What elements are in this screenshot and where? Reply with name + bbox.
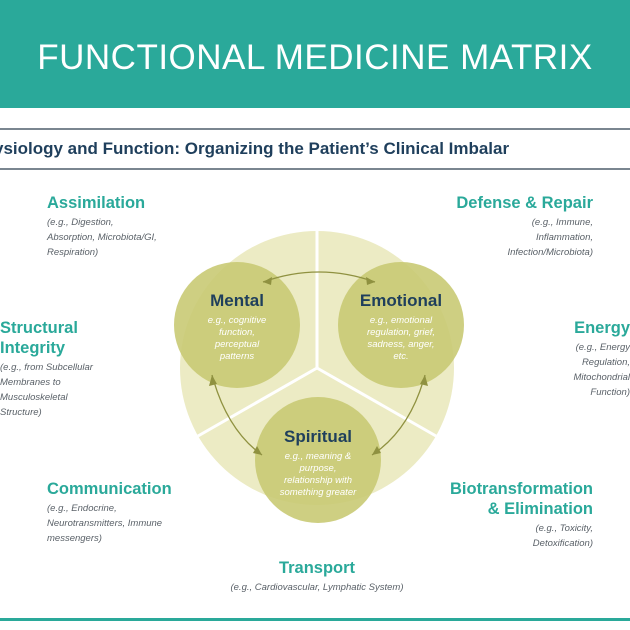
page-title: FUNCTIONAL MEDICINE MATRIX <box>37 38 593 77</box>
node-energy: Energy (e.g., Energy Regulation, Mitocho… <box>520 318 630 400</box>
communication-desc-line: messengers) <box>47 533 102 544</box>
transport-title: Transport <box>278 559 356 577</box>
biotransformation-desc-line: (e.g., Toxicity, <box>535 523 593 534</box>
assimilation-desc-line: (e.g., Digestion, <box>47 217 114 228</box>
emotional-desc-line: etc. <box>393 351 409 362</box>
mental-desc-line: e.g., cognitive <box>207 315 267 326</box>
arrowhead-spiritual-left <box>253 446 262 455</box>
mental-circle <box>174 262 300 388</box>
energy-desc-line: (e.g., Energy <box>575 342 630 353</box>
biotransformation-title-line: & Elimination <box>487 500 593 518</box>
spiritual-desc: e.g., meaning & purpose, relationship wi… <box>258 451 378 499</box>
transport-desc: (e.g., Cardiovascular, Lymphatic System) <box>230 582 404 593</box>
circle-mental: Mental e.g., cognitive function, percept… <box>177 291 297 363</box>
defense-repair-desc-line: Infection/Microbiota) <box>507 247 593 258</box>
spiritual-desc-line: something greater <box>279 487 357 498</box>
structural-title-line: Integrity <box>0 339 66 357</box>
structural-desc-line: Membranes to <box>0 377 61 388</box>
node-defense-repair: Defense & Repair (e.g., Immune, Inflamma… <box>400 193 593 260</box>
mental-desc-line: patterns <box>219 351 255 362</box>
spiritual-desc-line: purpose, <box>299 463 337 474</box>
biotransformation-desc: (e.g., Toxicity, Detoxification) <box>400 521 593 551</box>
energy-desc-line: Function) <box>590 387 630 398</box>
node-communication: Communication (e.g., Endocrine, Neurotra… <box>47 479 172 546</box>
arrowhead-mental <box>263 277 272 285</box>
arrowhead-emotional <box>366 277 375 285</box>
assimilation-desc-line: Absorption, Microbiota/GI, <box>47 232 157 243</box>
communication-desc-line: (e.g., Endocrine, <box>47 503 117 514</box>
arrowhead-spiritual-right <box>372 446 381 455</box>
defense-repair-title: Defense & Repair <box>456 194 593 212</box>
defense-repair-desc-line: Inflammation, <box>535 232 593 243</box>
emotional-title: Emotional <box>359 291 443 310</box>
structural-title-line: Structural <box>0 319 78 337</box>
emotional-desc: e.g., emotional regulation, grief, sadne… <box>341 315 461 363</box>
mental-desc: e.g., cognitive function, perceptual pat… <box>177 315 297 363</box>
energy-desc: (e.g., Energy Regulation, Mitochondrial … <box>520 340 630 400</box>
arrow-emotional-spiritual <box>371 374 426 456</box>
circle-spiritual: Spiritual e.g., meaning & purpose, relat… <box>258 427 378 499</box>
emotional-desc-line: sadness, anger, <box>367 339 435 350</box>
communication-desc-line: Neurotransmitters, Immune <box>47 518 163 529</box>
communication-title: Communication <box>47 480 172 498</box>
assimilation-title: Assimilation <box>47 194 146 212</box>
energy-title: Energy <box>574 319 630 337</box>
assimilation-desc-line: Respiration) <box>47 247 99 258</box>
communication-desc: (e.g., Endocrine, Neurotransmitters, Imm… <box>47 501 172 546</box>
title-banner: FUNCTIONAL MEDICINE MATRIX <box>0 0 630 108</box>
subtitle-bar: ysiology and Function: Organizing the Pa… <box>0 128 630 170</box>
mental-desc-line: perceptual <box>214 339 260 350</box>
footer-line <box>0 618 630 621</box>
circle-emotional: Emotional e.g., emotional regulation, gr… <box>341 291 461 363</box>
emotional-circle <box>338 262 464 388</box>
emotional-desc-line: regulation, grief, <box>366 327 436 338</box>
page-subtitle: ysiology and Function: Organizing the Pa… <box>0 139 510 158</box>
structural-integrity-desc: (e.g., from Subcellular Membranes to Mus… <box>0 360 93 420</box>
arrow-mental-emotional <box>262 271 376 283</box>
spiritual-circle <box>255 397 381 523</box>
structural-integrity-title: Structural Integrity <box>0 318 93 358</box>
spiritual-title: Spiritual <box>283 427 352 446</box>
spiritual-desc-line: e.g., meaning & <box>284 451 352 462</box>
defense-repair-desc-line: (e.g., Immune, <box>531 217 593 228</box>
energy-desc-line: Mitochondrial <box>573 372 630 383</box>
arrow-heads <box>209 277 428 455</box>
spiritual-desc-line: relationship with <box>283 475 353 486</box>
node-structural-integrity: Structural Integrity (e.g., from Subcell… <box>0 318 93 420</box>
assimilation-desc: (e.g., Digestion, Absorption, Microbiota… <box>47 215 157 260</box>
structural-desc-line: Musculoskeletal <box>0 392 68 403</box>
arrowhead-mental-low <box>209 375 217 386</box>
node-biotransformation: Biotransformation & Elimination (e.g., T… <box>400 479 593 551</box>
mental-title: Mental <box>210 291 264 310</box>
defense-repair-desc: (e.g., Immune, Inflammation, Infection/M… <box>400 215 593 260</box>
mental-desc-line: function, <box>219 327 255 338</box>
ring-dividers <box>197 231 437 438</box>
structural-desc-line: (e.g., from Subcellular <box>0 362 93 373</box>
arrowhead-emotional-low <box>420 375 428 386</box>
divider-left <box>197 366 318 438</box>
divider-right <box>316 366 437 438</box>
biotransformation-title-line: Biotransformation <box>449 480 593 498</box>
biotransformation-desc-line: Detoxification) <box>532 538 593 549</box>
node-assimilation: Assimilation (e.g., Digestion, Absorptio… <box>47 193 157 260</box>
node-transport: Transport (e.g., Cardiovascular, Lymphat… <box>150 558 484 595</box>
structural-desc-line: Structure) <box>0 407 42 418</box>
emotional-desc-line: e.g., emotional <box>369 315 433 326</box>
energy-desc-line: Regulation, <box>581 357 630 368</box>
biotransformation-title: Biotransformation & Elimination <box>400 479 593 519</box>
